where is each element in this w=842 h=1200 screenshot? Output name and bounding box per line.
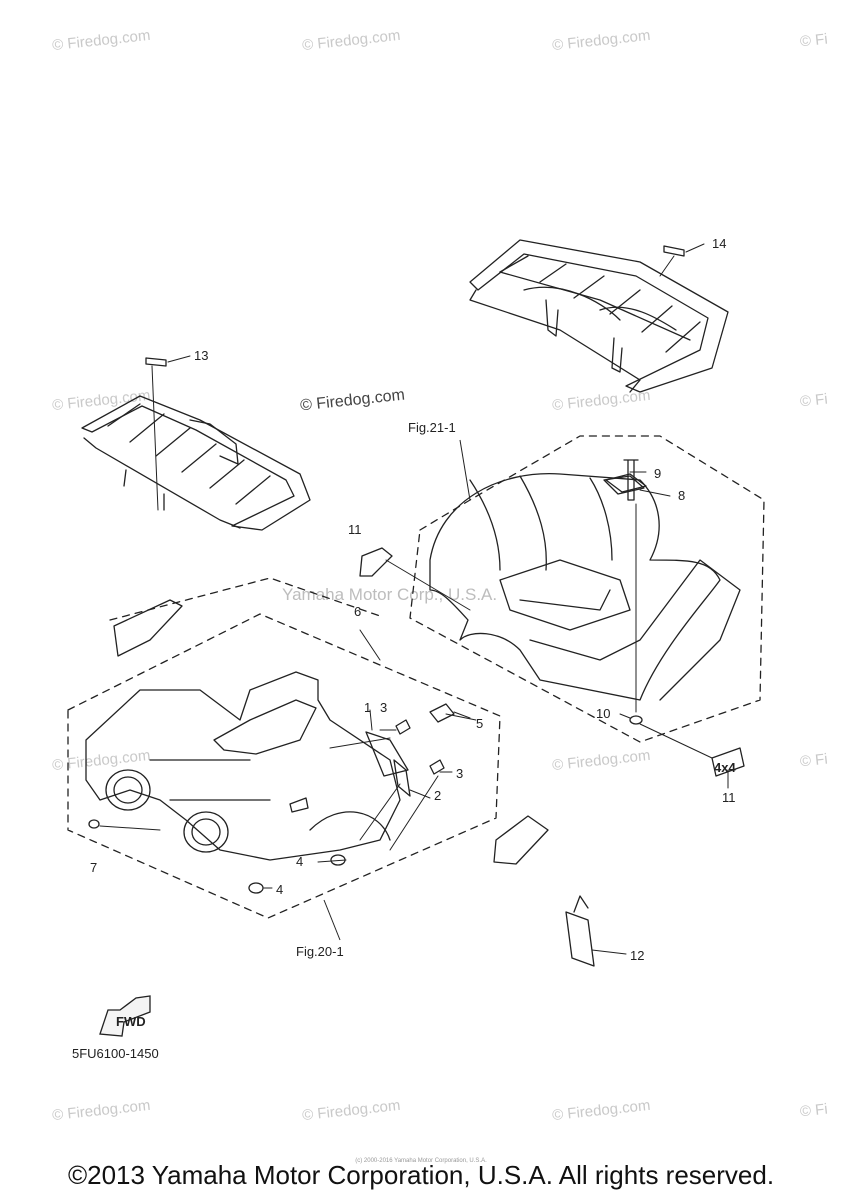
decal-4x4-text: 4x4 (714, 760, 736, 775)
part-2-plate (393, 759, 411, 797)
front-carrier (81, 395, 311, 531)
part-5-label (429, 703, 455, 723)
part-11-decal-4x4 (711, 747, 745, 777)
small-credit: (c) 2000-2016 Yamaha Motor Corporation, … (355, 1158, 487, 1164)
fwd-label: FWD (116, 1014, 146, 1029)
part-13-label (145, 357, 167, 367)
callout-14: 14 (712, 236, 726, 251)
set-outline (109, 577, 381, 621)
part-11-decal-emblem (359, 547, 393, 577)
callout-1: 1 (364, 700, 371, 715)
callout-9: 9 (654, 466, 661, 481)
copyright-notice: ©2013 Yamaha Motor Corporation, U.S.A. A… (67, 1160, 775, 1190)
fig-ref-rear-leader (459, 439, 471, 501)
part-code: 5FU6100-1450 (72, 1046, 159, 1061)
callout-12: 12 (630, 948, 644, 963)
part-8-plate (605, 473, 647, 493)
front-decal (113, 599, 183, 657)
callout-4-upper: 4 (296, 854, 303, 869)
callout-10: 10 (596, 706, 610, 721)
callout-2: 2 (434, 788, 441, 803)
rear-fender (429, 473, 741, 701)
callout-3-top: 3 (380, 700, 387, 715)
front-fender (85, 671, 401, 861)
emblem-decal (493, 815, 549, 865)
callout-13: 13 (194, 348, 208, 363)
part-4-grommet (248, 882, 264, 894)
fig-ref-front-leader (323, 899, 341, 941)
callout-7: 7 (90, 860, 97, 875)
part-10-grommet (629, 715, 643, 725)
callout-3-right: 3 (456, 766, 463, 781)
part-14-label (663, 245, 685, 257)
part-9-bolt (623, 459, 639, 501)
part-3-screw (395, 719, 411, 735)
rear-fender-group-outline (409, 435, 765, 743)
callout-5: 5 (476, 716, 483, 731)
fig-ref-front: Fig.20-1 (296, 944, 344, 959)
part-7-plug (88, 819, 100, 829)
callout-4-lower: 4 (276, 882, 283, 897)
fig-ref-rear: Fig.21-1 (408, 420, 456, 435)
part-1-bracket (365, 731, 409, 777)
callout-6: 6 (354, 604, 361, 619)
part-12-tag-string (573, 895, 589, 913)
rear-carrier (469, 239, 729, 393)
front-fender-group-outline (67, 613, 501, 919)
callout-8: 8 (678, 488, 685, 503)
company-watermark: Yamaha Motor Corp., U.S.A. (282, 585, 498, 604)
fwd-arrow-icon: FWD (99, 995, 151, 1037)
callout-11-rear: 11 (348, 522, 362, 537)
part-3-screw (429, 759, 445, 775)
callout-11-front: 11 (722, 790, 736, 805)
part-12-tag (565, 911, 595, 967)
